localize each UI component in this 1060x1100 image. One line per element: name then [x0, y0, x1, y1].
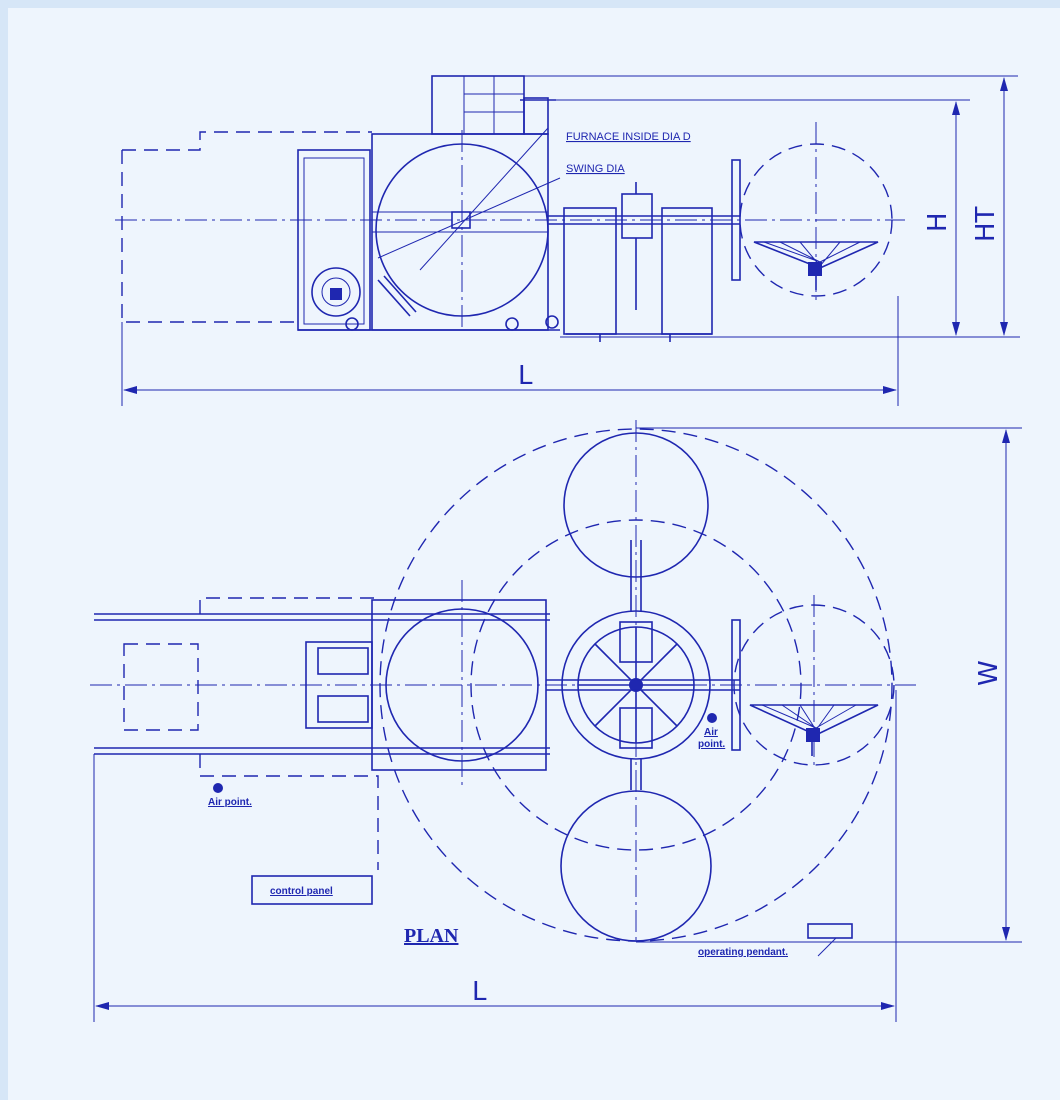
air-point-left-label: Air point.	[208, 797, 252, 808]
elevation-view: FURNACE INSIDE DIA D SWING DIA L H HT	[115, 75, 1020, 406]
air-point-right-label-2: point.	[698, 739, 725, 750]
blower-fan	[311, 267, 361, 317]
drawing-sheet	[8, 8, 1060, 1100]
plan-length-dim: L	[472, 977, 487, 1007]
operating-pendant-label: operating pendant.	[698, 947, 788, 958]
total-height-dim: HT	[971, 206, 1001, 242]
air-point-right-label-1: Air	[704, 727, 718, 738]
air-point-left-marker	[213, 783, 223, 793]
central-hub	[621, 193, 653, 239]
chimney-stack	[431, 75, 525, 135]
air-point-right-marker	[707, 713, 717, 723]
swing-dia-label: SWING DIA	[566, 163, 625, 175]
height-dim: H	[923, 212, 953, 232]
carriage-right	[661, 207, 713, 335]
control-panel-box	[251, 875, 373, 905]
plan-view: Air point. Air point. control panel PLAN…	[90, 420, 1022, 1022]
plan-title: PLAN	[404, 925, 459, 947]
carriage-left	[563, 207, 617, 335]
rear-unit-outline	[121, 131, 372, 323]
rear-unit-plan-outline	[123, 643, 199, 731]
width-dim: W	[974, 660, 1004, 686]
burner-housing	[297, 149, 371, 331]
furnace-inside-dia-label: FURNACE INSIDE DIA D	[566, 131, 691, 143]
control-panel-label: control panel	[270, 886, 333, 897]
elevation-length-dim: L	[518, 361, 533, 391]
operating-pendant-box	[807, 923, 853, 939]
